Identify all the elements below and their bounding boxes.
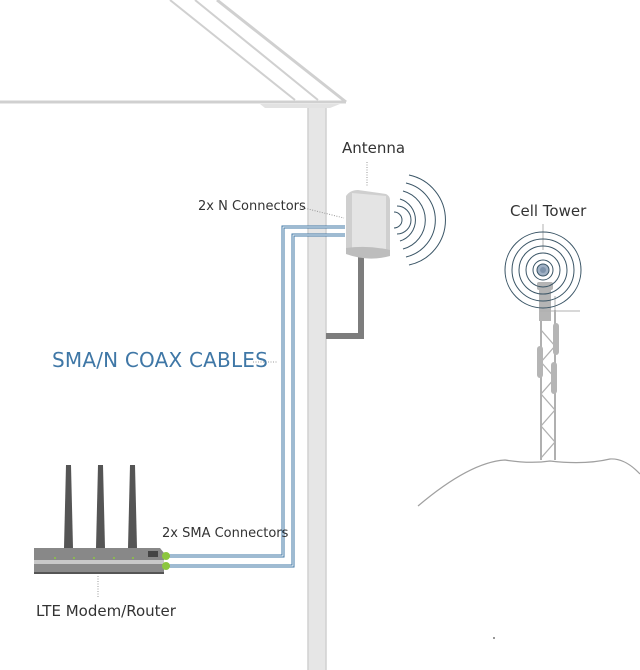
panel-antenna — [346, 190, 390, 259]
coax-cables-label: SMA/N COAX CABLES — [52, 348, 269, 372]
house-wall — [307, 108, 327, 670]
router-antennas — [64, 465, 137, 548]
antenna-label: Antenna — [342, 139, 406, 157]
antenna-mount — [326, 250, 364, 339]
antenna-signal-icon — [393, 174, 446, 266]
lte-router — [34, 465, 170, 574]
router-leds — [54, 557, 134, 559]
sma-connectors-label: 2x SMA Connectors — [162, 526, 289, 541]
n-connectors-label: 2x N Connectors — [198, 199, 306, 214]
sma-connector-2 — [162, 562, 170, 570]
house-roof — [0, 0, 347, 108]
router-label: LTE Modem/Router — [36, 602, 176, 620]
cell-tower-label: Cell Tower — [510, 202, 587, 220]
leader-lines — [97, 162, 368, 598]
tower-signal-icon — [504, 224, 582, 309]
cell-tower — [537, 282, 580, 460]
sma-connector-1 — [162, 552, 170, 560]
hill — [417, 458, 640, 507]
